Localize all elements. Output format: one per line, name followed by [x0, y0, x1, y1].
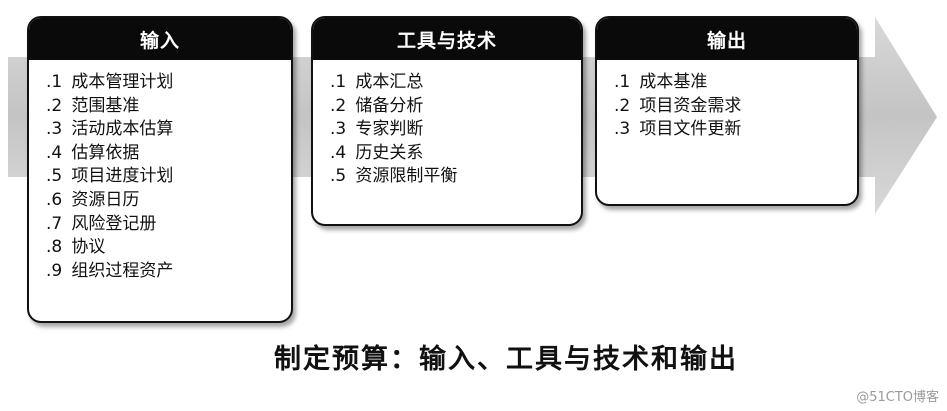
outputs-card: 输出 .1 成本基准 .2 项目资金需求 .3 项目文件更新: [595, 16, 859, 206]
list-item: .7 风险登记册: [46, 213, 157, 234]
list-item: .6 资源日历: [46, 189, 140, 210]
list-item: .4 估算依据: [46, 142, 140, 163]
tools-techniques-list: .1 成本汇总 .2 储备分析 .3 专家判断 .4 历史关系 .5 资源限制平…: [313, 60, 581, 189]
list-item: .2 储备分析: [330, 95, 424, 116]
inputs-list: .1 成本管理计划 .2 范围基准 .3 活动成本估算 .4 估算依据 .5 项…: [29, 60, 291, 283]
list-item: .4 历史关系: [330, 142, 424, 163]
diagram-caption: 制定预算：输入、工具与技术和输出: [274, 344, 738, 375]
inputs-card-header: 输入: [29, 18, 291, 60]
watermark: @51CTO博客: [856, 390, 939, 405]
list-item: .1 成本管理计划: [46, 72, 174, 92]
list-item: .5 资源限制平衡: [330, 166, 458, 187]
list-item: .1 成本汇总: [330, 72, 424, 92]
list-item: .3 项目文件更新: [614, 119, 742, 140]
tools-techniques-card: 工具与技术 .1 成本汇总 .2 储备分析 .3 专家判断 .4 历史关系 .5…: [311, 16, 583, 226]
list-item: .2 范围基准: [46, 95, 140, 116]
list-item: .1 成本基准: [614, 72, 708, 92]
inputs-card: 输入 .1 成本管理计划 .2 范围基准 .3 活动成本估算 .4 估算依据 .…: [27, 16, 293, 323]
list-item: .2 项目资金需求: [614, 95, 742, 116]
list-item: .5 项目进度计划: [46, 166, 174, 187]
list-item: .3 活动成本估算: [46, 119, 174, 140]
tools-techniques-card-header: 工具与技术: [313, 18, 581, 60]
outputs-card-header: 输出: [597, 18, 857, 60]
list-item: .3 专家判断: [330, 119, 424, 140]
list-item: .9 组织过程资产: [46, 260, 174, 281]
list-item: .8 协议: [46, 237, 106, 258]
outputs-list: .1 成本基准 .2 项目资金需求 .3 项目文件更新: [597, 60, 857, 142]
